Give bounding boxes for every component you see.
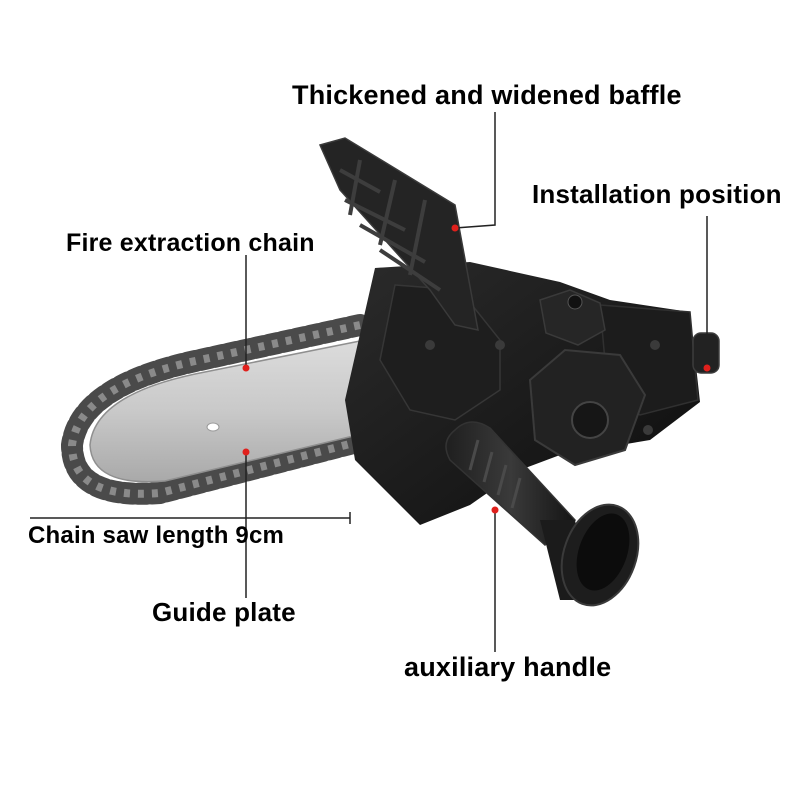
- hex-nut: [539, 289, 606, 346]
- leader-lines: [30, 112, 708, 652]
- baffle-guard: [318, 137, 479, 331]
- chain-label: Fire extraction chain: [66, 229, 315, 257]
- guide-plate-label: Guide plate: [152, 597, 296, 627]
- guide-bar: [89, 339, 371, 483]
- installation-socket: [692, 332, 720, 374]
- installation-position-label: Installation position: [532, 179, 782, 209]
- auxiliary-handle-label: auxiliary handle: [404, 652, 612, 682]
- baffle-label: Thickened and widened baffle: [292, 80, 682, 110]
- baffle-leader-line: [454, 112, 496, 229]
- marker-dots: [242, 224, 711, 514]
- bar-rivet: [206, 422, 220, 432]
- auxiliary-handle: [445, 421, 640, 607]
- installation-marker-dot: [703, 364, 711, 372]
- chain-marker-dot: [242, 364, 250, 372]
- saw-chain: [60, 314, 376, 505]
- baffle-marker-dot: [451, 224, 459, 232]
- chain-length-label: Chain saw length 9cm: [28, 522, 285, 549]
- guide-marker-dot: [242, 448, 250, 456]
- gear-cap: [571, 401, 609, 439]
- handle-marker-dot: [491, 506, 499, 514]
- gearbox-body: [345, 262, 720, 525]
